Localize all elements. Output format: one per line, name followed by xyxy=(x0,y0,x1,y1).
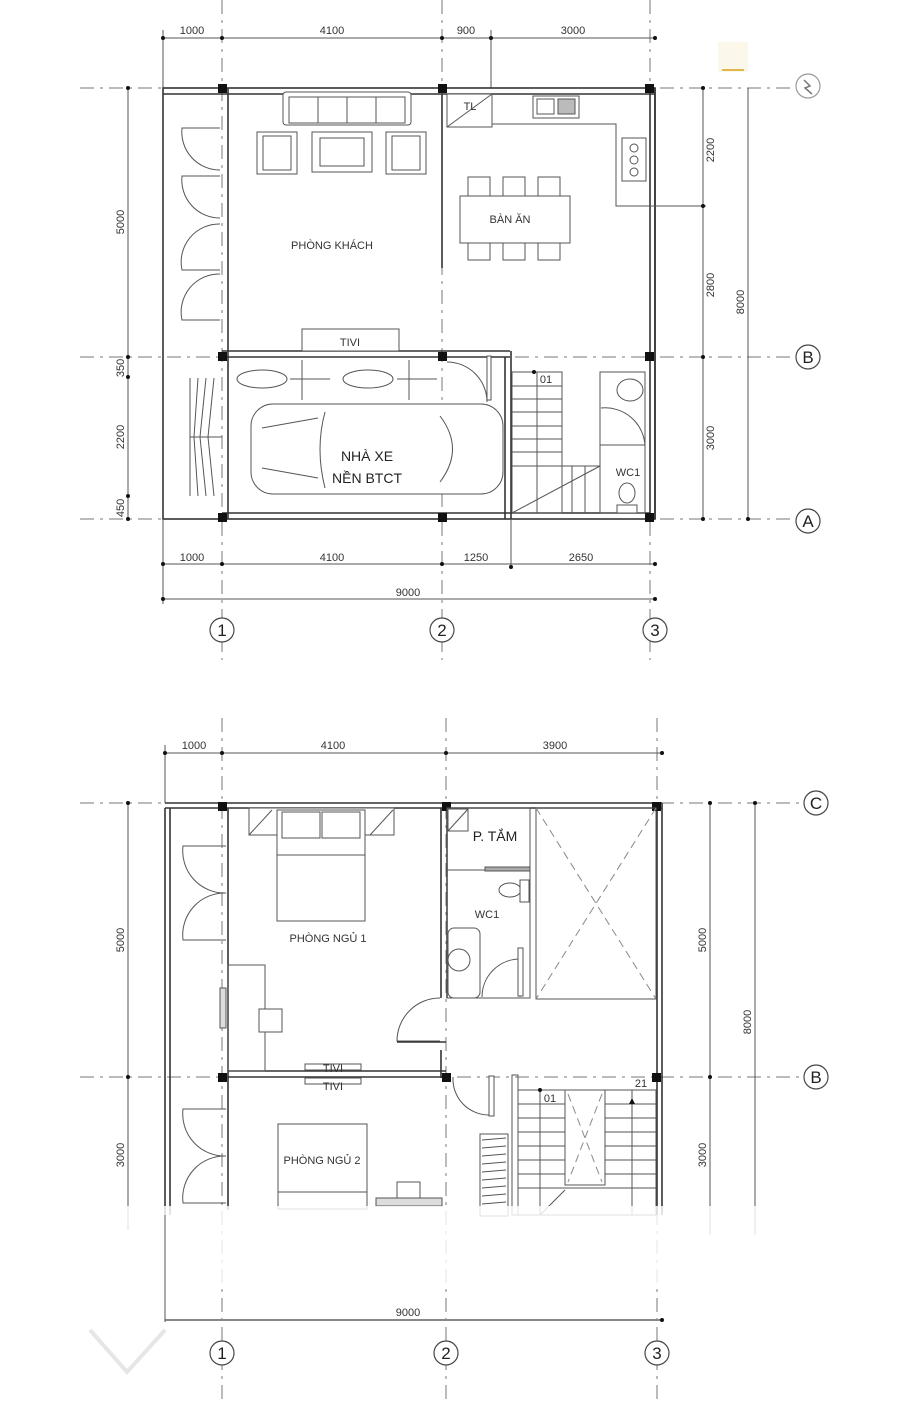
svg-text:2: 2 xyxy=(437,621,446,640)
axis-bubble-3-upper: 3 xyxy=(644,1340,670,1366)
room-label-wc-ground: WC1 xyxy=(616,467,640,479)
dim-right-upper-total: 8000 xyxy=(742,1010,754,1034)
kitchen: TL xyxy=(446,93,650,207)
dim-top-upper-1: 1000 xyxy=(182,740,206,752)
staircase-ground: 01 xyxy=(511,370,601,514)
watermark-logo xyxy=(718,42,748,72)
dim-top-3: 900 xyxy=(457,25,475,37)
axis-bubble-3-ground: 3 xyxy=(642,617,668,643)
dim-right-3: 3000 xyxy=(705,426,717,450)
svg-text:C: C xyxy=(810,794,822,813)
upper-floor-plan: 1000 4100 3900 xyxy=(80,718,900,1400)
staircase-upper: 01 21 xyxy=(511,1074,657,1216)
stair-end-upper: 21 xyxy=(635,1078,647,1090)
svg-text:1: 1 xyxy=(217,1344,226,1363)
dim-left-4: 450 xyxy=(115,499,127,517)
balcony-doors-upper xyxy=(182,845,227,1204)
svg-text:2: 2 xyxy=(441,1344,450,1363)
motorbikes xyxy=(236,360,437,400)
axis-bubble-2-upper: 2 xyxy=(433,1340,459,1366)
svg-text:A: A xyxy=(802,512,814,531)
tv-label-upper-1: TIVI xyxy=(323,1063,343,1075)
dim-left-upper-2: 3000 xyxy=(115,1143,127,1167)
axis-bubble-1-upper: 1 xyxy=(209,1340,235,1366)
watermark-chevron xyxy=(88,1328,167,1376)
bathroom-upper: P. TẮM WC1 xyxy=(446,807,531,999)
dim-left-3: 2200 xyxy=(115,425,127,449)
void-opening xyxy=(535,807,657,1000)
dim-bottom-1: 1000 xyxy=(180,552,204,564)
dim-bottom-4: 2650 xyxy=(569,552,593,564)
folding-doors-left xyxy=(180,127,221,321)
wc-ground: WC1 xyxy=(599,371,646,514)
dining-table: BÀN ĂN xyxy=(459,176,571,261)
dim-right-1: 2200 xyxy=(705,138,717,162)
svg-text:B: B xyxy=(802,348,813,367)
dim-top-upper-2: 4100 xyxy=(321,740,345,752)
dim-right-2: 2800 xyxy=(705,273,717,297)
axis-bubble-B-upper: B xyxy=(803,1064,829,1090)
tv-label-upper-2: TIVI xyxy=(323,1081,343,1093)
axis-bubble-C-upper: C xyxy=(803,790,829,816)
dim-right-total: 8000 xyxy=(735,290,747,314)
svg-text:1: 1 xyxy=(217,621,226,640)
room-label-wc-upper: WC1 xyxy=(475,909,499,921)
room-label-bedroom1: PHÒNG NGỦ 1 xyxy=(289,932,366,945)
dim-left-1: 5000 xyxy=(115,210,127,234)
dim-total-width-upper: 9000 xyxy=(396,1307,420,1319)
sofa-set xyxy=(256,91,427,175)
room-label-bedroom2: PHÒNG NGỦ 2 xyxy=(283,1154,360,1167)
desk-bedroom1 xyxy=(219,964,283,1072)
tv-label-ground: TIVI xyxy=(340,337,360,349)
dim-left-upper-1: 5000 xyxy=(115,928,127,952)
car xyxy=(250,403,504,495)
stair-start-ground: 01 xyxy=(540,374,552,386)
dim-left-2: 350 xyxy=(115,359,127,377)
dim-bottom-2: 4100 xyxy=(320,552,344,564)
dim-top-2: 4100 xyxy=(320,25,344,37)
axis-bubble-A-ground: A xyxy=(795,508,821,534)
svg-text:B: B xyxy=(810,1068,821,1087)
stair-start-upper: 01 xyxy=(544,1093,556,1105)
dim-top-1: 1000 xyxy=(180,25,204,37)
axis-bubble-C-ground-faded xyxy=(795,73,821,99)
svg-text:3: 3 xyxy=(652,1344,661,1363)
dim-bottom-3: 1250 xyxy=(464,552,488,564)
dim-right-upper-2: 3000 xyxy=(697,1143,709,1167)
dim-top-4: 3000 xyxy=(561,25,585,37)
room-label-dining: BÀN ĂN xyxy=(490,213,531,226)
dim-total-width-ground: 9000 xyxy=(396,587,420,599)
axis-bubble-2-ground: 2 xyxy=(429,617,455,643)
fridge-label: TL xyxy=(464,101,477,113)
axis-bubble-1-ground: 1 xyxy=(209,617,235,643)
front-steps xyxy=(189,377,222,497)
axis-bubble-B-ground: B xyxy=(795,344,821,370)
room-label-bathroom: P. TẮM xyxy=(473,827,518,844)
ground-floor-plan: 1000 4100 900 3000 xyxy=(80,0,821,660)
dim-top-upper-3: 3900 xyxy=(543,740,567,752)
room-label-living: PHÒNG KHÁCH xyxy=(291,239,373,252)
bed-bedroom1 xyxy=(248,807,395,922)
room-label-garage-2: NỀN BTCT xyxy=(332,470,402,486)
dim-right-upper-1: 5000 xyxy=(697,928,709,952)
svg-text:3: 3 xyxy=(650,621,659,640)
room-label-garage-1: NHÀ XE xyxy=(341,448,393,464)
